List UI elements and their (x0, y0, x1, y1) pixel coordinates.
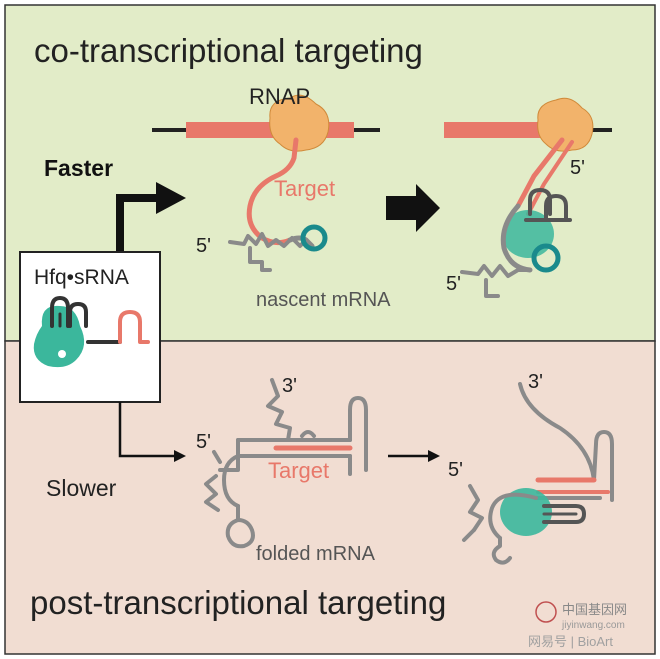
watermark-footer: 网易号 | BioArt (528, 634, 613, 649)
target-label-top: Target (274, 176, 335, 201)
dna-strand-left (152, 122, 380, 138)
folded-mrna-label: folded mRNA (256, 543, 376, 565)
five-prime-label-top-left: 5' (196, 235, 211, 257)
five-prime-label-bottom-right: 5' (448, 459, 463, 481)
five-prime-label-bottom-left: 5' (196, 431, 211, 453)
arrow-right-top (386, 184, 440, 232)
bound-complex-top (460, 137, 574, 298)
watermark-site-cn: 中国基因网 (562, 602, 627, 617)
dna-logo-icon (535, 601, 557, 623)
five-prime-label-top-right-lower: 5' (446, 273, 461, 295)
hfq-srna-complex-icon (33, 296, 150, 368)
watermark: 中国基因网 jiyinwang.com 网易号 | BioArt (528, 601, 627, 649)
arrow-right-bottom (388, 450, 440, 462)
rnap-label: RNAP (249, 84, 310, 109)
slower-label: Slower (46, 475, 117, 501)
rnap-left (269, 94, 330, 152)
three-prime-label-right: 3' (528, 371, 543, 393)
target-label-bottom: Target (268, 458, 329, 483)
rnap-right (537, 97, 594, 152)
folded-mrna-left (204, 378, 368, 549)
three-prime-label-left: 3' (282, 375, 297, 397)
faster-label: Faster (44, 155, 113, 181)
nascent-mrna-label: nascent mRNA (256, 289, 391, 311)
watermark-site-url: jiyinwang.com (561, 620, 625, 631)
top-panel-title: co-transcriptional targeting (34, 32, 423, 69)
slower-arrow (118, 402, 186, 462)
bound-complex-bottom (462, 382, 614, 565)
five-prime-label-top-right: 5' (570, 157, 585, 179)
faster-arrow (116, 182, 186, 254)
hfq-srna-label: Hfq•sRNA (34, 266, 129, 289)
nascent-rna-left (228, 137, 328, 272)
bottom-panel-title: post-transcriptional targeting (30, 584, 446, 621)
